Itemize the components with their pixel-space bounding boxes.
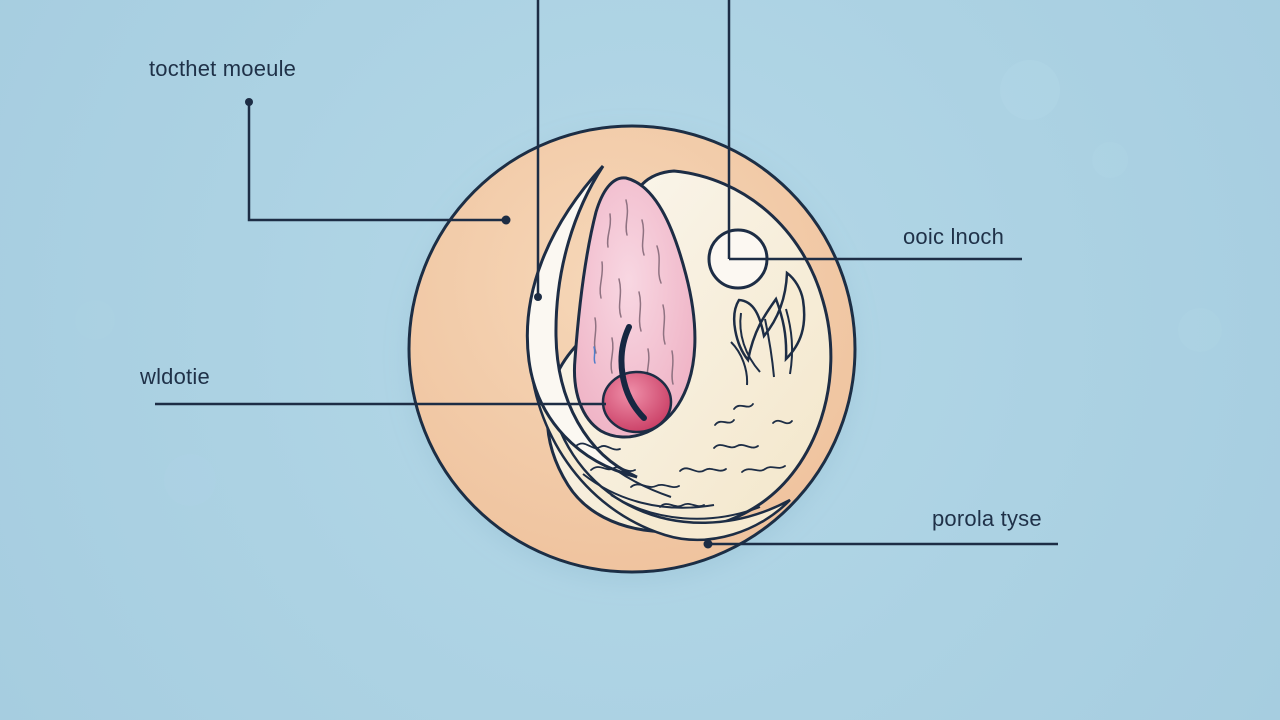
right-middle-label: ooic lnoch bbox=[903, 224, 1005, 249]
top-left-label: tocthet moeule bbox=[149, 56, 297, 81]
left-crescent-region bbox=[525, 164, 638, 479]
pink-lobe bbox=[572, 176, 697, 439]
pink-lobe-group bbox=[572, 176, 697, 439]
leader-top-left bbox=[247, 102, 506, 222]
left-light-shell bbox=[525, 164, 638, 479]
central-filament bbox=[618, 324, 647, 421]
lower-cream-band bbox=[528, 355, 791, 542]
left-middle-label: wldotie bbox=[140, 364, 210, 389]
red-core-group bbox=[601, 324, 673, 434]
leader-lines bbox=[155, 0, 1058, 549]
texture-squiggles bbox=[575, 403, 793, 508]
right-bottom-label: porola tyse bbox=[932, 506, 1042, 531]
red-core bbox=[601, 370, 673, 434]
background-texture bbox=[75, 60, 1222, 506]
